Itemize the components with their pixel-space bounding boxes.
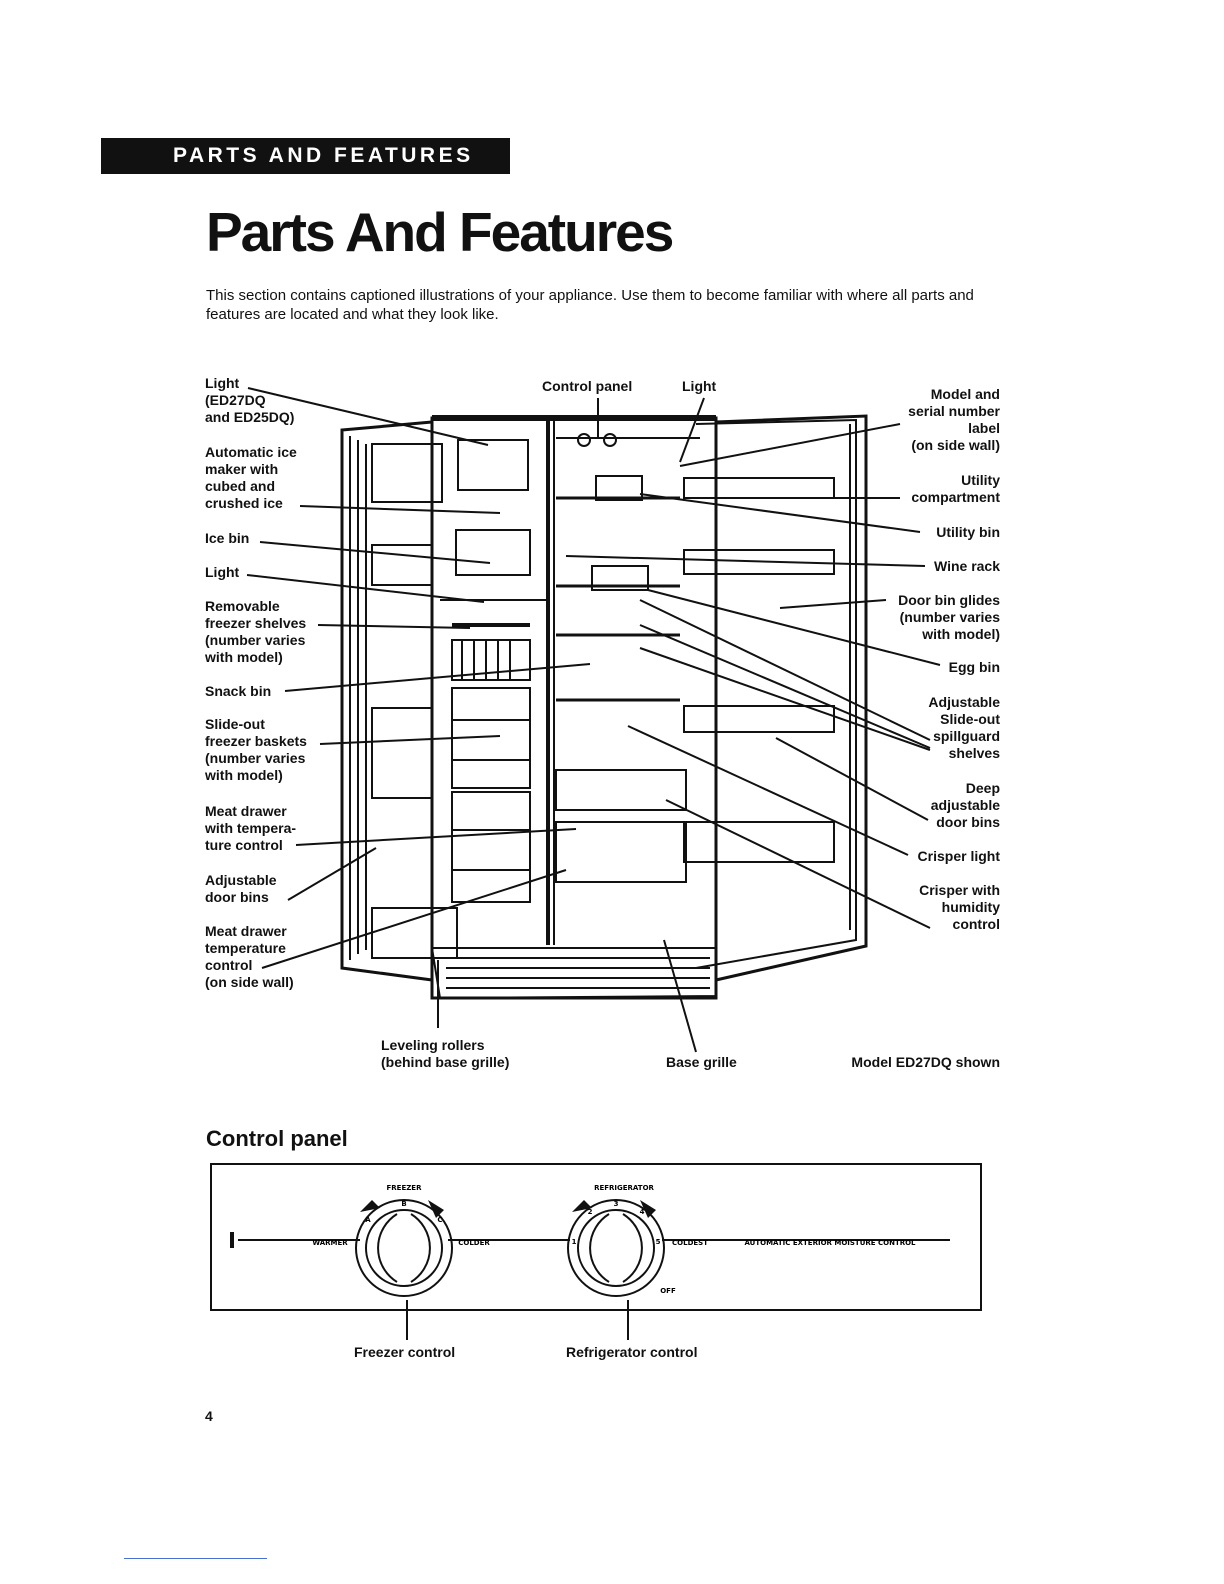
coldest-label: COLDEST — [672, 1239, 708, 1247]
label-control-panel: Control panel — [542, 378, 633, 394]
label-door-bin-glides: Door bin glides (number varies with mode… — [898, 592, 1000, 642]
fridge-mark-1: 1 — [572, 1238, 577, 1246]
control-panel-frame — [210, 1163, 982, 1311]
utility-compartment-shape — [683, 477, 835, 499]
fridge-mark-5: 5 — [656, 1238, 661, 1246]
fridge-mark-4: 4 — [640, 1208, 645, 1216]
deep-door-bin-1 — [683, 705, 835, 733]
label-leveling-rollers: Leveling rollers (behind base grille) — [381, 1037, 510, 1070]
label-meat-drawer-temp: Meat drawer temperature control (on side… — [205, 923, 294, 990]
label-egg-bin: Egg bin — [948, 659, 1000, 675]
label-spillguard-shelves: Adjustable Slide-out spillguard shelves — [928, 694, 1000, 761]
egg-bin-shape — [591, 565, 649, 591]
freezer-dial-knob — [365, 1209, 443, 1287]
page-title: Parts And Features — [206, 201, 674, 263]
intro-paragraph: This section contains captioned illustra… — [206, 287, 974, 323]
label-ice-maker: Automatic ice maker with cubed and crush… — [205, 444, 297, 511]
page-number: 4 — [205, 1408, 213, 1424]
section-header-tab: PARTS AND FEATURES — [101, 138, 510, 174]
refrigerator-dial-knob — [577, 1209, 655, 1287]
ice-maker — [457, 439, 529, 491]
label-utility-compartment: Utility compartment — [911, 472, 1000, 505]
freezer-mark-c: C — [437, 1216, 442, 1224]
label-adjustable-door-bins: Adjustable door bins — [205, 872, 277, 905]
label-freezer-baskets: Slide-out freezer baskets (number varies… — [205, 716, 307, 783]
label-light-top: Light (ED27DQ and ED25DQ) — [205, 375, 295, 425]
freezer-dial-ring — [355, 1199, 453, 1297]
freezer-mark-b: B — [401, 1200, 406, 1208]
snack-bin — [451, 639, 531, 681]
warmer-label: WARMER — [312, 1239, 348, 1247]
label-deep-door-bins: Deep adjustable door bins — [930, 780, 1000, 830]
crisper-shape — [555, 821, 687, 883]
freezer-mark-a: A — [365, 1216, 371, 1224]
label-utility-bin: Utility bin — [936, 524, 1000, 540]
moisture-control-label: AUTOMATIC EXTERIOR MOISTURE CONTROL — [744, 1239, 916, 1247]
freezer-dial-grip — [377, 1213, 431, 1283]
label-crisper-light: Crisper light — [917, 848, 1000, 864]
freezer-door-bin-2 — [371, 544, 433, 586]
refrigerator-door — [715, 414, 868, 982]
utility-bin-shape — [595, 475, 643, 501]
fridge-mark-2: 2 — [588, 1208, 593, 1216]
deep-door-bin-2 — [683, 821, 835, 863]
ice-bin — [455, 529, 531, 576]
control-panel-heading: Control panel — [206, 1126, 348, 1151]
label-meat-drawer: Meat drawer with tempera- ture control — [205, 803, 297, 853]
door-shelf-1 — [683, 549, 835, 575]
fridge-mark-3: 3 — [614, 1200, 619, 1208]
label-model-serial: Model and serial number label (on side w… — [908, 386, 1000, 453]
leader-lines — [246, 387, 941, 1053]
label-base-grille: Base grille — [666, 1054, 737, 1070]
off-label: OFF — [660, 1287, 676, 1295]
colder-label: COLDER — [458, 1239, 490, 1247]
label-snack-bin: Snack bin — [205, 683, 272, 699]
label-freezer-shelves: Removable freezer shelves (number varies… — [205, 598, 307, 665]
footer-rule — [124, 1558, 267, 1559]
freezer-door-bin-1 — [371, 443, 443, 503]
refrigerator-dial-ring — [567, 1199, 665, 1297]
refrigerator-control-caption: Refrigerator control — [566, 1344, 698, 1360]
freezer-door-bin-3 — [371, 707, 433, 799]
meat-drawer-shape — [555, 769, 687, 811]
label-light-fridge: Light — [682, 378, 717, 394]
freezer-door — [340, 420, 433, 982]
refrigerator-dial-title: REFRIGERATOR — [594, 1184, 654, 1192]
label-crisper-humidity: Crisper with humidity control — [919, 882, 1000, 932]
label-wine-rack: Wine rack — [933, 558, 1000, 574]
freezer-knob-mini — [577, 433, 591, 447]
freezer-basket-2 — [451, 791, 531, 903]
freezer-dial-title: FREEZER — [387, 1184, 423, 1192]
fridge-knob-mini — [603, 433, 617, 447]
label-ice-bin: Ice bin — [205, 530, 250, 546]
label-model-shown: Model ED27DQ shown — [851, 1054, 1000, 1070]
refrigerator-dial-grip — [589, 1213, 643, 1283]
label-light-freezer: Light — [205, 564, 240, 580]
freezer-control-caption: Freezer control — [354, 1344, 456, 1360]
